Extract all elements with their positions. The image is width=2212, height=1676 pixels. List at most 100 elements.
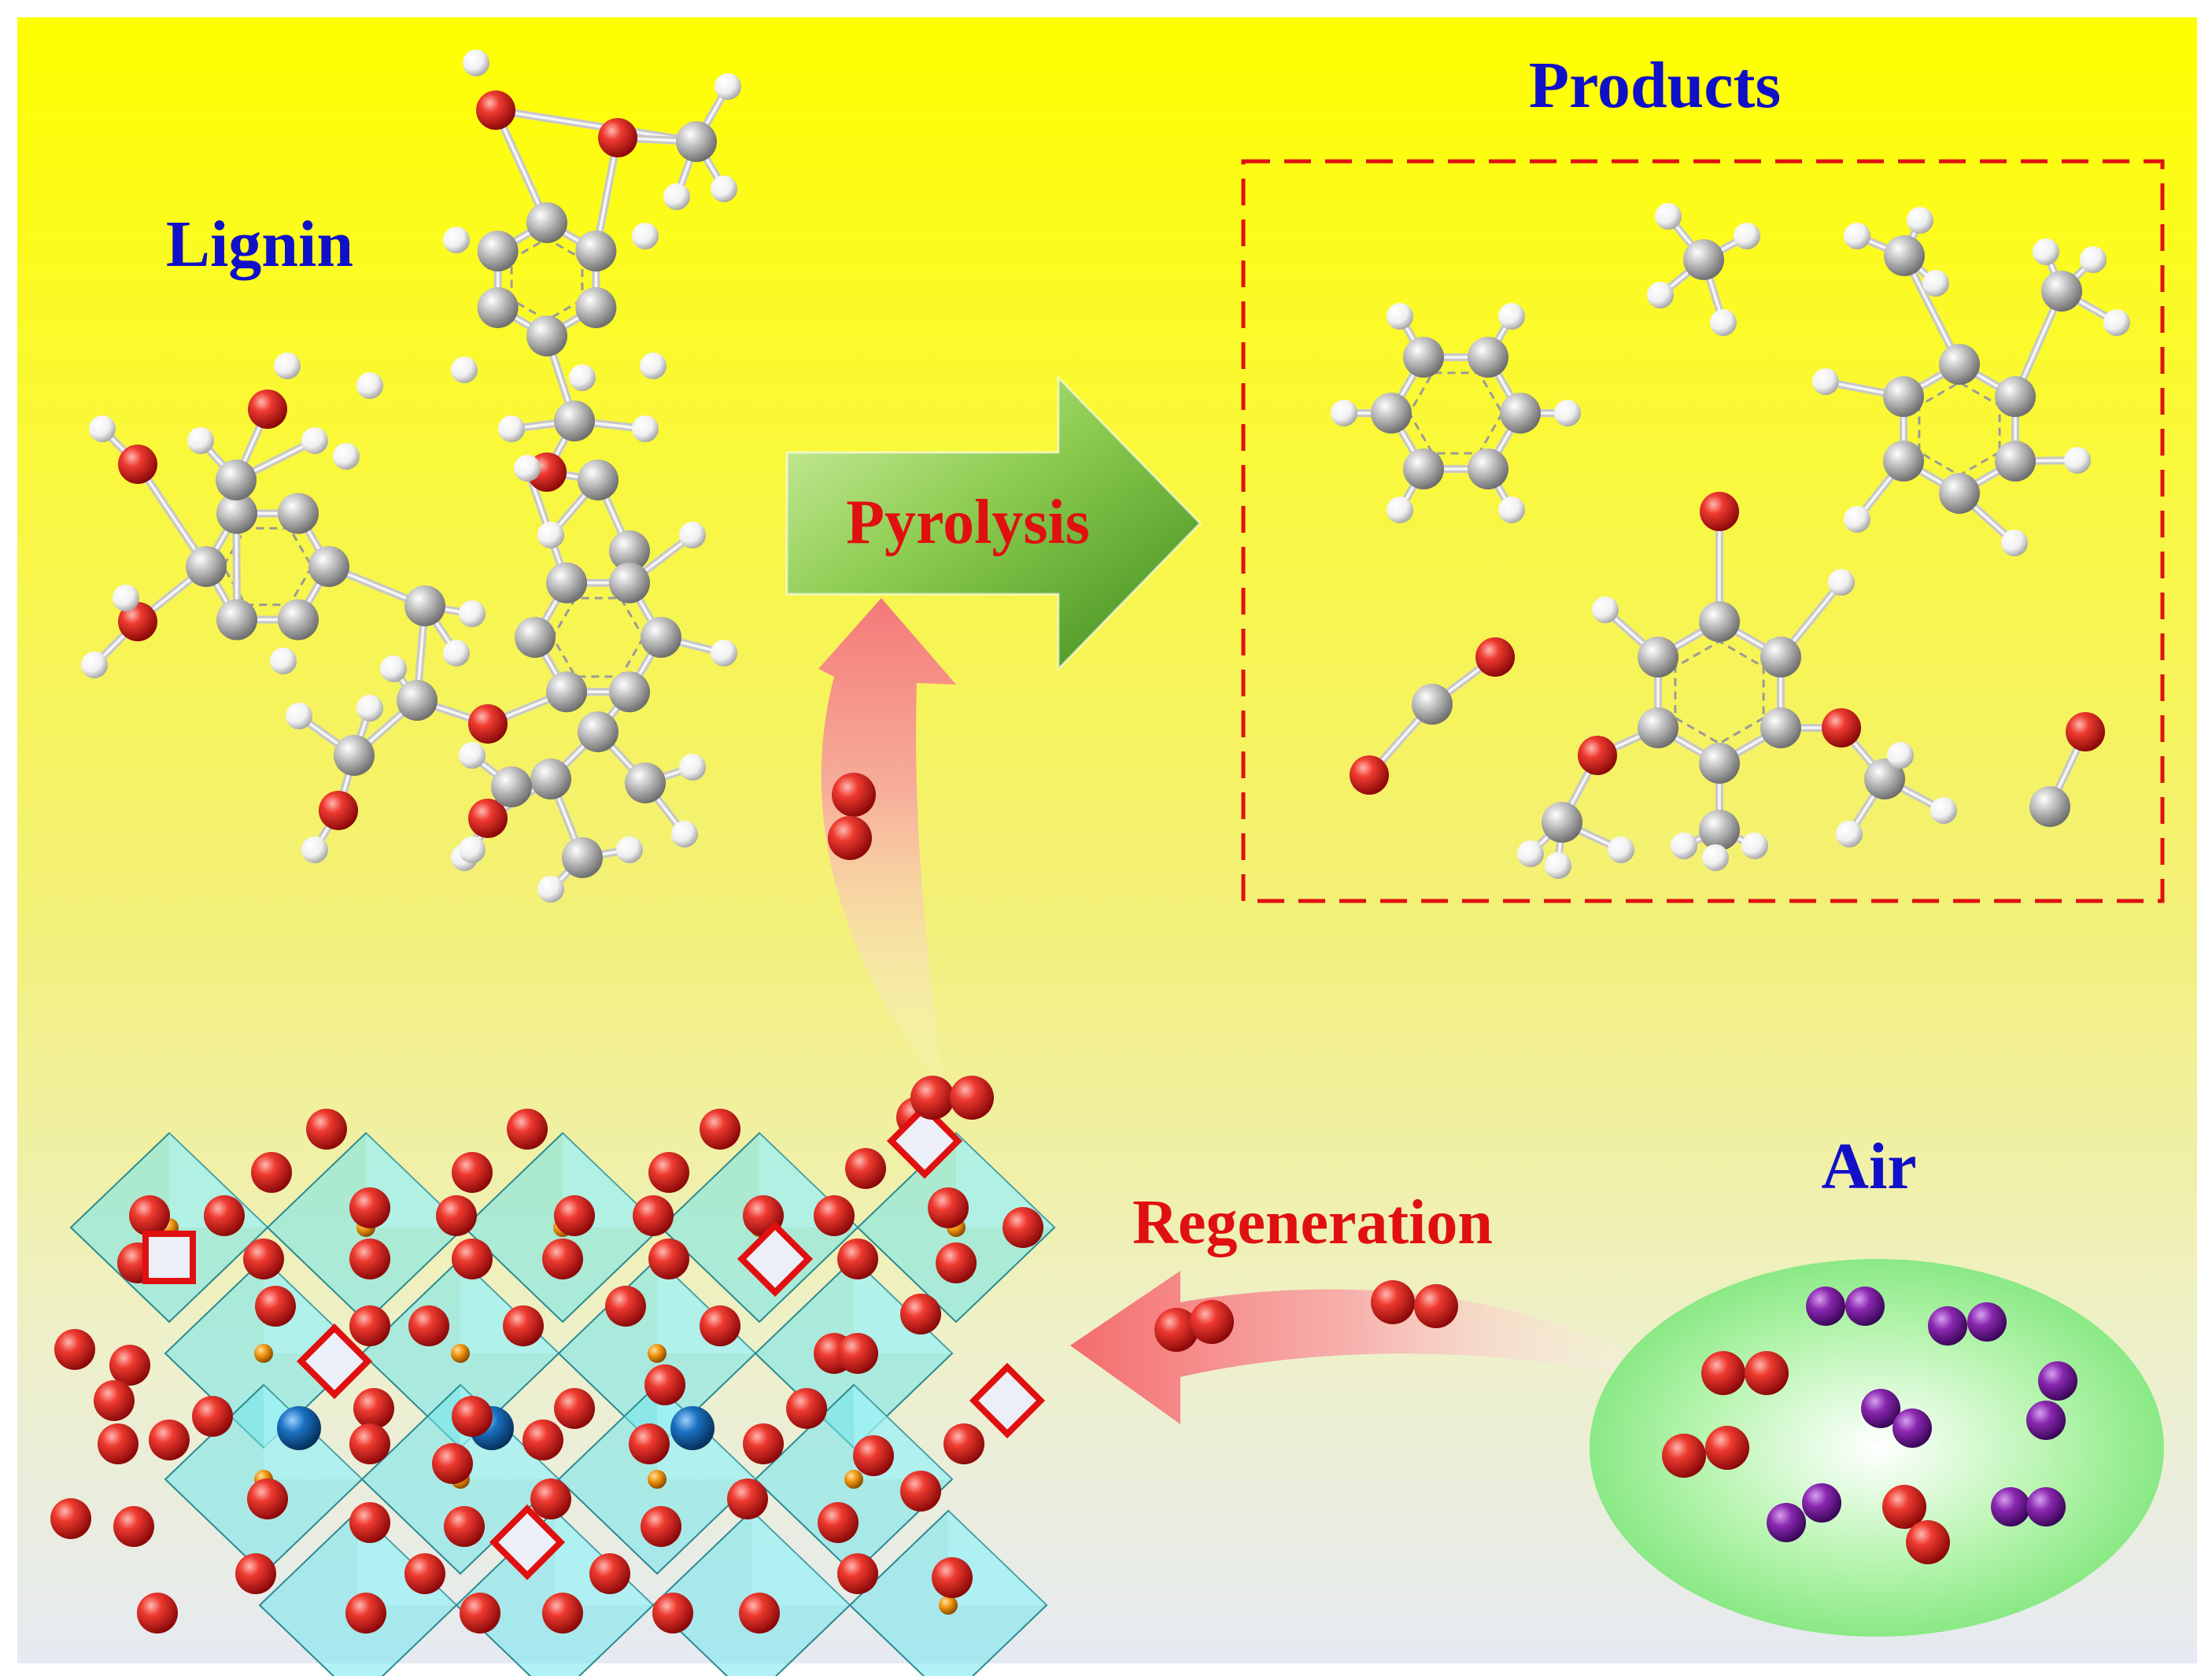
octahedron	[652, 1509, 851, 1676]
oxygen-atom	[554, 1195, 595, 1236]
oxygen-atom	[928, 1187, 969, 1228]
nitrogen-atom	[1991, 1487, 2030, 1526]
oxygen-atom	[109, 1345, 150, 1386]
hydrogen-atom	[81, 652, 108, 678]
oxygen-atom	[137, 1593, 178, 1634]
oxygen-atom	[319, 791, 358, 830]
carbon-atom	[186, 546, 227, 587]
carbon-atom	[491, 766, 532, 807]
oxygen-atom	[1705, 1426, 1749, 1470]
nitrogen-atom	[1802, 1483, 1841, 1523]
octahedron-face	[948, 1511, 1047, 1605]
oxygen-atom	[98, 1423, 138, 1464]
oxygen-atom	[94, 1380, 135, 1421]
b-site-cation	[254, 1344, 273, 1363]
hydrogen-atom	[1734, 223, 1760, 249]
b-site-cation	[451, 1344, 470, 1363]
oxygen-atom	[1414, 1284, 1458, 1328]
oxygen-atom	[530, 1478, 571, 1519]
oxygen-atom	[605, 1286, 646, 1327]
products-label: Products	[1529, 49, 1781, 122]
carbon-atom	[578, 460, 619, 500]
carbon-atom	[216, 599, 257, 640]
oxygen-atom	[542, 1593, 583, 1634]
hydrogen-atom	[2103, 309, 2130, 336]
carbon-atom	[1699, 810, 1740, 851]
oxygen-atom	[1700, 492, 1739, 531]
hydrogen-atom	[463, 50, 489, 76]
oxygen-atom	[349, 1423, 390, 1464]
carbon-atom	[625, 762, 666, 803]
carbon-atom	[676, 121, 717, 162]
carbon-atom	[641, 617, 681, 658]
oxygen-atom	[436, 1195, 477, 1236]
hydrogen-atom	[1907, 207, 1933, 234]
hydrogen-atom	[537, 876, 564, 903]
oxygen-atom	[247, 1478, 288, 1519]
oxygen-atom	[50, 1498, 91, 1539]
oxygen-atom	[727, 1478, 768, 1519]
hydrogen-atom	[711, 640, 737, 666]
oxygen-atom	[460, 1593, 500, 1634]
products-box	[1241, 159, 2165, 903]
b-site-cation	[939, 1596, 958, 1615]
oxygen-atom	[243, 1239, 284, 1279]
carbon-atom	[1760, 707, 1801, 748]
oxygen-atom	[248, 389, 287, 429]
carbon-atom	[477, 231, 519, 271]
carbon-atom	[1403, 449, 1444, 490]
hydrogen-atom	[333, 443, 360, 470]
hydrogen-atom	[1592, 596, 1619, 623]
hydrogen-atom	[2001, 530, 2028, 556]
oxygen-atom	[1190, 1300, 1234, 1344]
carbon-atom	[554, 401, 595, 441]
carbon-atom	[1412, 684, 1453, 725]
oxygen-atom	[648, 1239, 689, 1279]
regeneration-label: Regeneration	[1132, 1188, 1493, 1257]
hydrogen-atom	[632, 223, 659, 249]
oxygen-atom	[2066, 712, 2105, 751]
oxygen-atom	[1154, 1308, 1198, 1352]
hydrogen-atom	[1387, 496, 1413, 523]
hydrogen-atom	[711, 175, 737, 202]
carbon-atom	[1403, 336, 1444, 378]
bond-highlight	[136, 463, 208, 568]
nitrogen-atom	[1861, 1389, 1900, 1428]
hydrogen-atom	[671, 821, 698, 847]
hydrogen-atom	[459, 836, 486, 863]
hydrogen-atom	[1702, 844, 1729, 871]
hydrogen-atom	[715, 73, 741, 100]
oxygen-atom	[700, 1109, 740, 1150]
bond-highlight	[494, 109, 548, 224]
hydrogen-atom	[1710, 309, 1737, 336]
oxygen-atom	[641, 1506, 681, 1547]
hydrogen-atom	[498, 415, 525, 442]
air-label: Air	[1821, 1130, 1916, 1203]
carbon-atom	[2041, 271, 2082, 312]
a-site-cation	[277, 1406, 321, 1450]
oxygen-atom	[54, 1329, 95, 1370]
carbon-atom	[575, 287, 617, 328]
hydrogen-atom	[2033, 238, 2059, 265]
oxygen-atom	[1475, 637, 1515, 677]
oxygen-atom	[353, 1388, 394, 1429]
hydrogen-atom	[451, 356, 478, 383]
hydrogen-atom	[514, 455, 541, 482]
hydrogen-atom	[1647, 282, 1674, 308]
oxygen-atom	[629, 1423, 670, 1464]
nitrogen-atom	[1928, 1306, 1967, 1346]
nitrogen-atom	[1806, 1287, 1845, 1326]
oxygen-atom	[837, 1553, 878, 1594]
hydrogen-atom	[1741, 832, 1768, 859]
carbon-atom	[404, 585, 445, 626]
oxygen-atom	[523, 1419, 563, 1460]
carbon-atom	[2029, 786, 2070, 827]
pyrolysis-arrow: Pyrolysis	[785, 375, 1202, 672]
oxygen-atom	[452, 1396, 493, 1437]
carbon-atom	[526, 202, 567, 243]
oxygen-atom	[1578, 736, 1617, 775]
carbon-atom	[1939, 473, 1980, 514]
oxygen-atom	[739, 1593, 780, 1634]
oxygen-atom	[1003, 1207, 1043, 1248]
hydrogen-atom	[380, 655, 407, 682]
